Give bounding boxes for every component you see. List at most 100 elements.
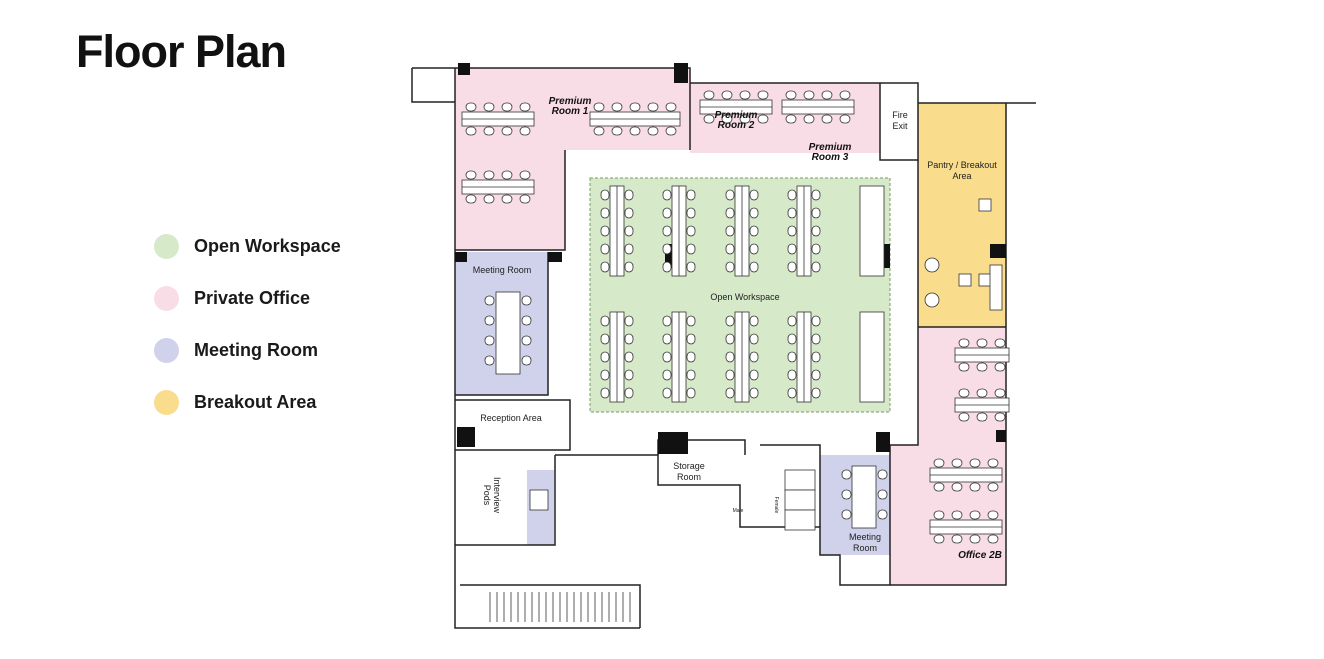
wall xyxy=(455,150,571,451)
chair xyxy=(933,482,945,492)
chair xyxy=(969,534,981,544)
chair xyxy=(686,315,696,327)
chair xyxy=(976,388,988,398)
pantry-table xyxy=(978,273,992,287)
chair xyxy=(958,412,970,422)
chair xyxy=(624,369,634,381)
toilet-stall xyxy=(784,489,816,511)
label-premium-room-3-line2: Room 3 xyxy=(812,152,849,163)
meeting-table xyxy=(851,465,877,529)
column xyxy=(876,432,890,452)
chair xyxy=(958,388,970,398)
chair xyxy=(611,102,623,112)
label-pantry-line2: Area xyxy=(952,171,971,181)
chair xyxy=(662,261,672,273)
chair xyxy=(600,369,610,381)
label-pantry: Pantry / Breakout xyxy=(927,160,997,170)
chair xyxy=(877,489,888,500)
chair xyxy=(787,387,797,399)
chair xyxy=(787,333,797,345)
chair xyxy=(686,243,696,255)
label-premium-room-3: Premium xyxy=(809,142,852,153)
legend-swatch xyxy=(154,233,179,259)
chair xyxy=(483,126,495,136)
chair xyxy=(969,482,981,492)
legend-swatch xyxy=(154,285,179,311)
chair xyxy=(749,315,759,327)
toilet-stall xyxy=(784,469,816,491)
chair xyxy=(803,114,815,124)
pantry-table xyxy=(924,257,940,273)
chair xyxy=(519,194,531,204)
chair xyxy=(787,225,797,237)
chair xyxy=(521,335,532,346)
chair xyxy=(647,102,659,112)
chair xyxy=(665,102,677,112)
chair xyxy=(501,170,513,180)
chair xyxy=(665,126,677,136)
chair xyxy=(787,189,797,201)
chair xyxy=(839,114,851,124)
chair xyxy=(600,351,610,363)
label-meeting-room-bottom: Meeting xyxy=(849,532,881,542)
chair xyxy=(484,355,495,366)
legend: Open Workspace Private Office Meeting Ro… xyxy=(154,220,341,428)
column xyxy=(455,252,467,262)
chair xyxy=(951,510,963,520)
chair xyxy=(725,351,735,363)
chair xyxy=(600,207,610,219)
desk xyxy=(859,311,885,403)
chair xyxy=(465,126,477,136)
chair xyxy=(803,90,815,100)
chair xyxy=(785,114,797,124)
chair xyxy=(951,534,963,544)
chair xyxy=(484,335,495,346)
label-meeting-room-bottom-line2: Room xyxy=(853,543,877,553)
chair xyxy=(484,295,495,306)
zone-office-2b xyxy=(890,327,1006,585)
chair xyxy=(686,207,696,219)
chair xyxy=(662,207,672,219)
chair xyxy=(686,225,696,237)
label-fire-exit: Fire xyxy=(892,110,908,120)
column xyxy=(548,252,562,262)
chair xyxy=(629,126,641,136)
chair xyxy=(465,194,477,204)
page-title: Floor Plan xyxy=(76,26,287,77)
chair xyxy=(600,333,610,345)
chair xyxy=(749,189,759,201)
chair xyxy=(757,90,769,100)
chair xyxy=(951,482,963,492)
label-interview-pods: Interview xyxy=(492,477,502,514)
chair xyxy=(662,189,672,201)
label-interview-pods-line2: Pods xyxy=(482,485,492,506)
chair xyxy=(749,387,759,399)
chair xyxy=(987,482,999,492)
chair xyxy=(721,114,733,124)
chair xyxy=(725,243,735,255)
chair xyxy=(841,469,852,480)
chair xyxy=(739,90,751,100)
chair xyxy=(994,338,1006,348)
chair xyxy=(787,261,797,273)
chair xyxy=(483,102,495,112)
chair xyxy=(811,315,821,327)
pantry-table xyxy=(978,198,992,212)
chair xyxy=(994,388,1006,398)
chair xyxy=(593,126,605,136)
column xyxy=(458,63,470,75)
chair xyxy=(624,315,634,327)
chair xyxy=(662,225,672,237)
chair xyxy=(749,333,759,345)
chair xyxy=(686,369,696,381)
chair xyxy=(703,90,715,100)
chair xyxy=(811,261,821,273)
chair xyxy=(624,243,634,255)
chair xyxy=(749,243,759,255)
chair xyxy=(969,510,981,520)
label-male-restroom: Male xyxy=(733,508,744,514)
wall xyxy=(890,160,1006,446)
column xyxy=(658,432,688,454)
chair xyxy=(987,534,999,544)
